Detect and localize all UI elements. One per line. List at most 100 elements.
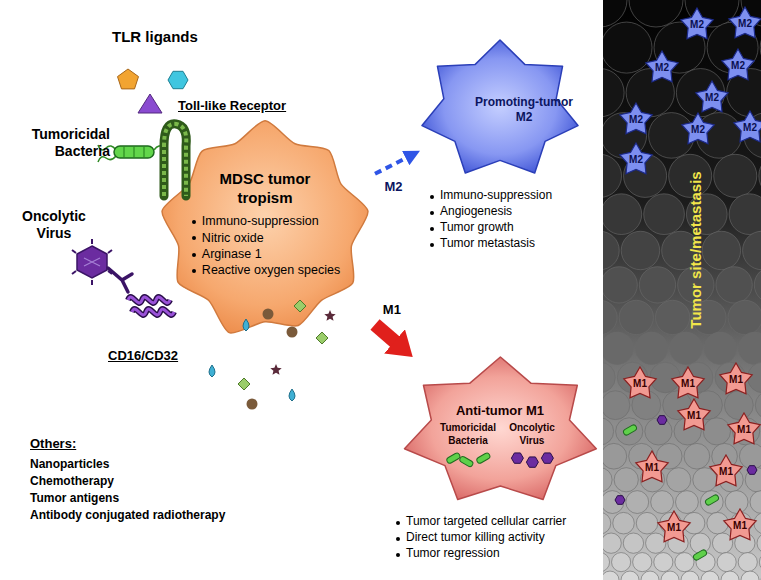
tumor-cell [760,22,761,73]
mini-macrophage [710,455,742,486]
particle [287,327,298,338]
receptor-label: Toll-like Receptor [178,98,286,114]
antibody [108,268,132,292]
list-item: Antibody conjugated radiotherapy [30,508,225,522]
virus-icon [541,453,553,463]
tumor-cell [603,267,637,303]
tumor-cell [644,194,685,235]
oncolytic-virus [72,239,112,285]
tumor-cell [703,418,730,445]
bullet-item: Immuno-suppression [190,213,340,229]
fc-receptor [128,297,174,315]
particle [247,399,258,410]
tumor-cell [721,571,739,580]
tumor-cell [675,553,694,572]
list-heading: Others: [30,436,76,452]
mini-macrophages [615,7,761,561]
tumor-cell [636,512,658,534]
list-item: Nanoparticles [30,457,109,471]
cell-body [404,357,596,500]
tumor-cell [655,300,689,334]
tumor-cell [654,553,673,572]
tumor-cell [759,154,761,197]
tumor-cell [690,533,710,553]
tumor-cell [621,231,659,269]
tumor-cell [738,553,757,572]
tumor-cell [639,267,675,303]
particle [294,300,306,312]
mini-macrophage [636,451,668,482]
mini-label: M2 [629,154,643,166]
tumor-cell [754,267,761,303]
particle [270,364,281,375]
tumor-cell [616,418,643,445]
tumor-cell [603,300,617,334]
bacterium-icon [458,455,473,467]
agent-row: Tumoricidal BacteriaOncolytic Virus [439,422,561,447]
tumor-cell [704,332,736,364]
mini-macrophage [720,363,752,394]
agent-label: Oncolytic Virus [503,422,561,447]
bullet-item: Direct tumor killing activity [394,530,545,544]
tumor-cell [676,491,699,514]
mini-macrophage [722,49,754,80]
tumor-cell [651,491,674,514]
particle [316,332,328,344]
tumor-cell [757,533,761,553]
virus-icon [526,457,538,467]
mini-label: M1 [687,410,701,422]
mini-label: M1 [729,374,743,386]
tumor-cell [728,300,761,334]
mini-macrophage [682,113,714,144]
mini-macrophage [624,367,656,398]
node-title: MDSC tumor tropism [205,170,325,208]
tumor-cell [743,231,761,269]
mini-label: M1 [733,520,747,532]
mini-macrophage [729,7,761,38]
mini-macrophage [724,509,756,540]
edge-label: M1 [381,301,403,316]
cell-outline [420,40,580,180]
particle [243,319,249,331]
virus-icon [615,496,625,505]
mini-label: M2 [629,114,643,126]
tumor-cell [750,491,761,514]
node-title: Promoting-tumor M2 [468,95,580,125]
tumor-cell [619,300,653,334]
released-particles [209,300,336,410]
mini-macrophage [620,103,652,134]
mini-label: M2 [738,18,752,30]
ligand-triangle [138,94,162,113]
ligand-hexagon [168,71,188,88]
tumor-cell [603,194,642,235]
mini-label: M2 [690,19,704,31]
virus-icon [657,416,667,425]
tumor-cell [603,22,652,73]
tumor-cell [725,491,748,514]
tumor-cell [623,533,643,553]
tumor-cell [729,194,761,235]
agent-label: Tumoricidal Bacteria [439,422,497,447]
mini-macrophage [646,51,678,82]
mini-macrophage [658,511,690,542]
mini-label: M1 [737,424,751,436]
tumor-cell [603,553,610,572]
tumor-cell [603,154,622,197]
particle [289,389,295,401]
ligand-label: TLR ligands [112,28,198,46]
particle [209,365,215,377]
differentiation-arrow [375,325,401,347]
m2-macrophage: Promoting-tumor M2 [420,40,580,180]
tumor-cell [754,512,761,534]
cell-content: Anti-tumor M1Tumoricidal BacteriaOncolyt… [439,403,561,469]
mini-label: M1 [667,522,681,534]
tumor-cell [635,332,667,364]
tumor-cell [603,418,614,445]
mini-label: M1 [645,462,659,474]
agent-label: Tumoricidal Bacteria [12,126,110,160]
bacterium-icon [704,494,719,506]
tumor-cell [603,231,619,269]
bullet-item: Tumor regression [394,546,500,560]
